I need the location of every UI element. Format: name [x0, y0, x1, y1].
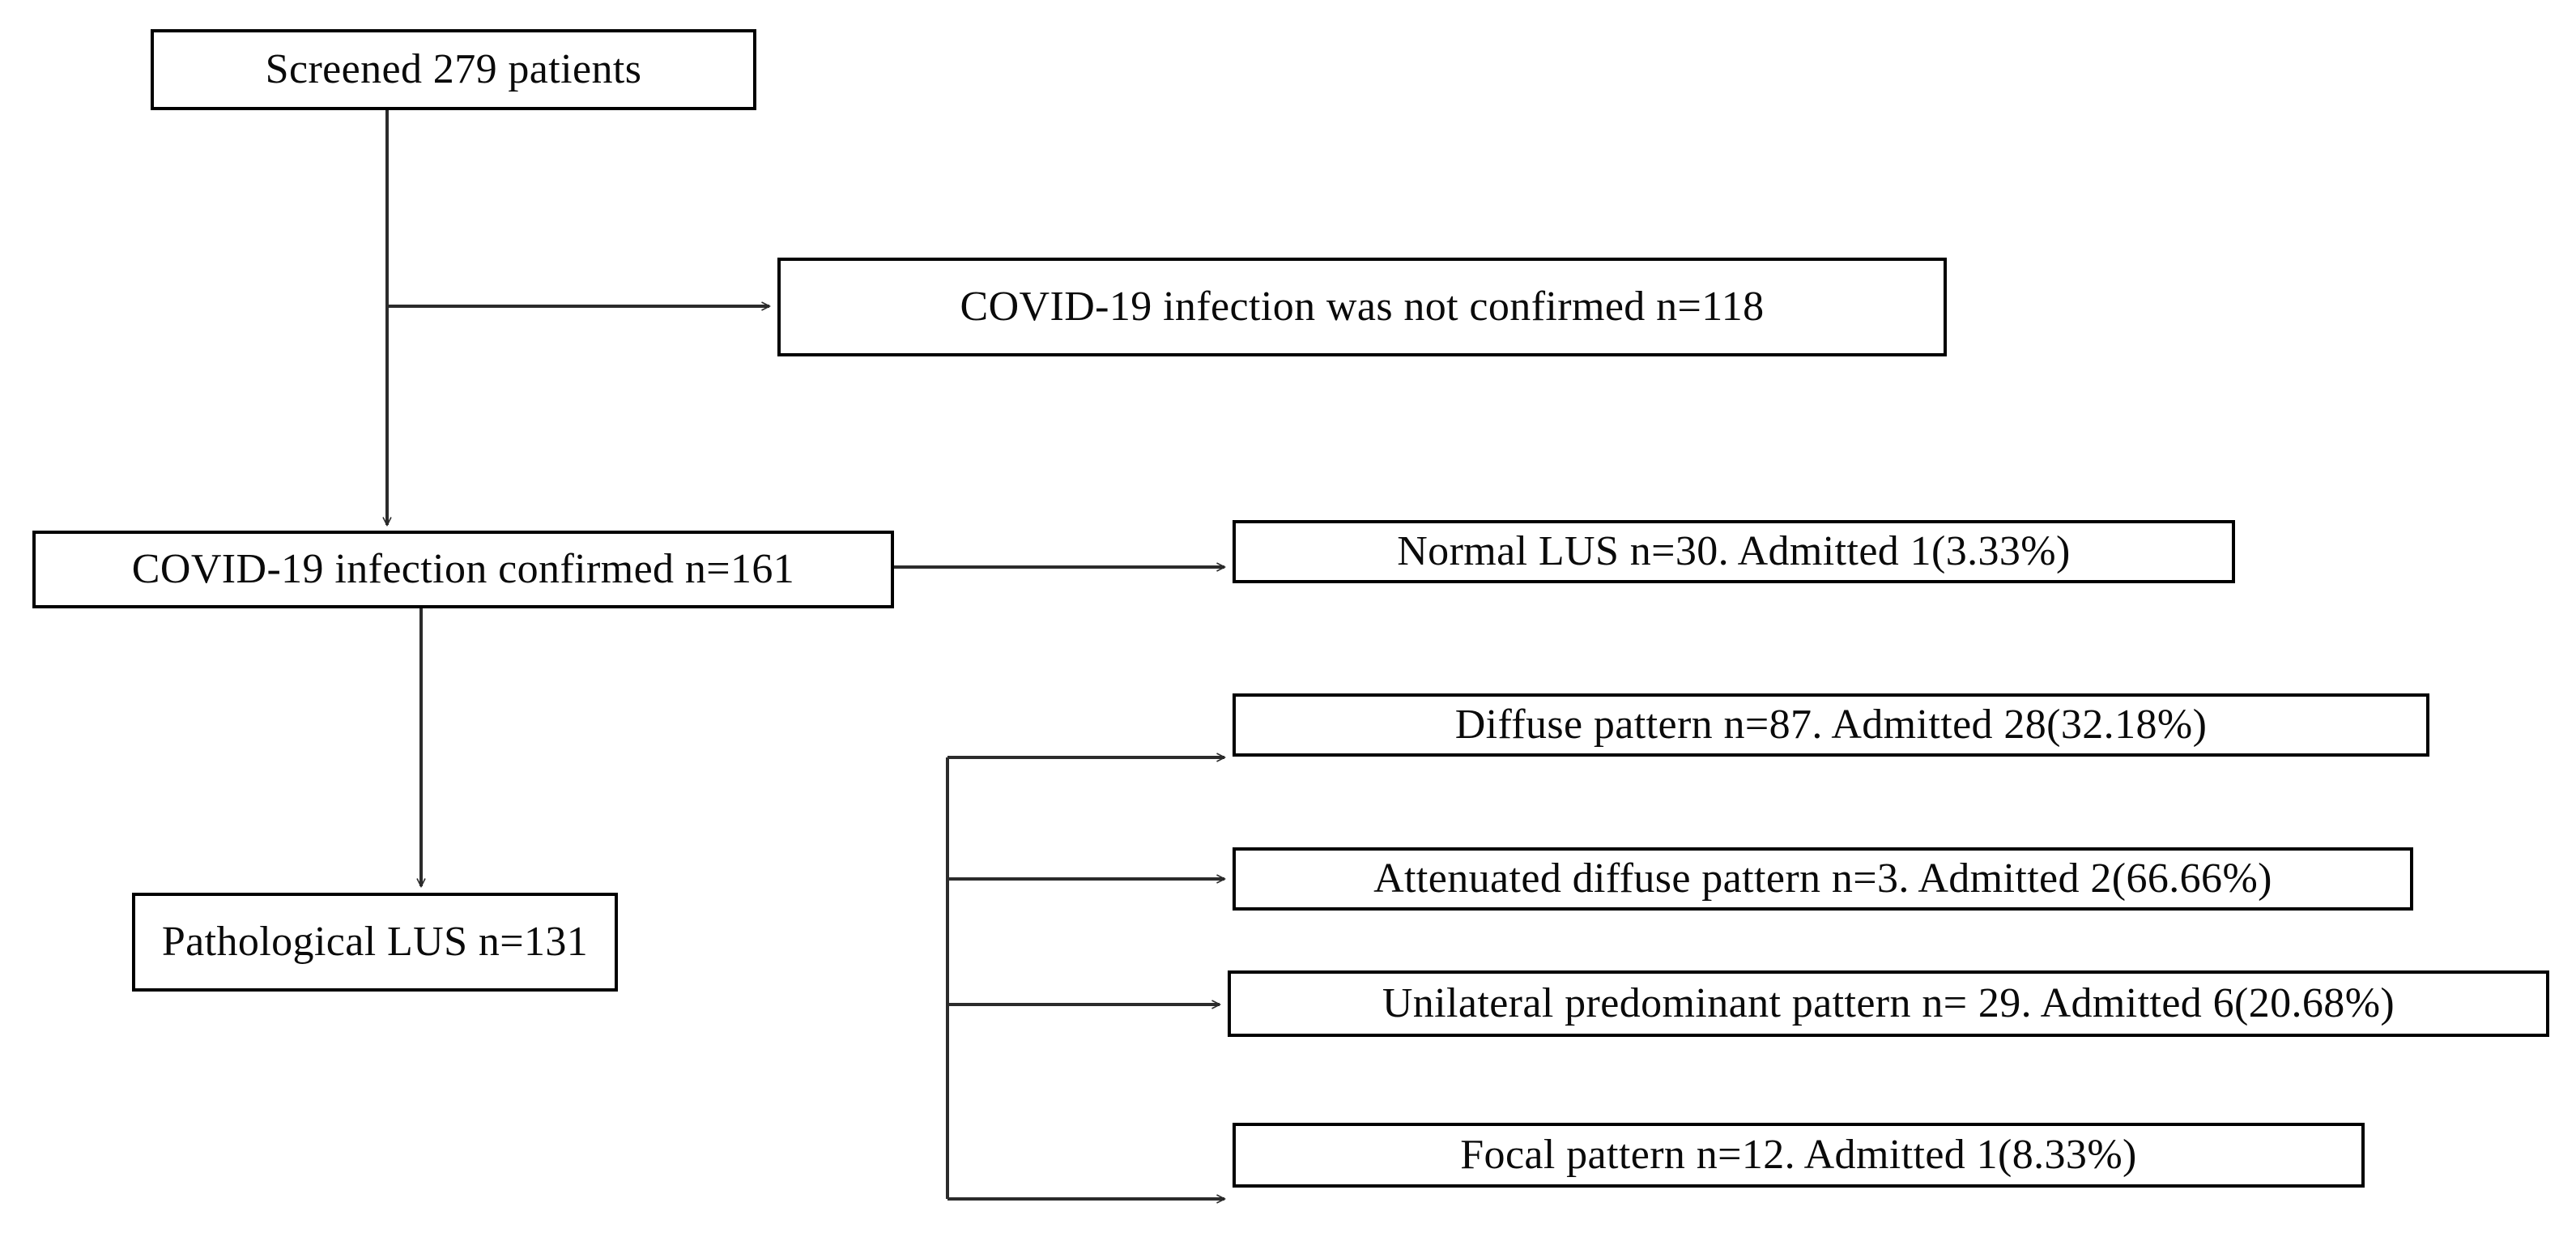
node-focal-pattern-label: Focal pattern n=12. Admitted 1(8.33%)	[1460, 1132, 2137, 1179]
node-screened-patients: Screened 279 patients	[151, 29, 756, 110]
node-diffuse-pattern: Diffuse pattern n=87. Admitted 28(32.18%…	[1233, 693, 2429, 757]
node-covid-not-confirmed-label: COVID-19 infection was not confirmed n=1…	[960, 284, 1765, 331]
node-unilateral-predominant-pattern-label: Unilateral predominant pattern n= 29. Ad…	[1382, 980, 2395, 1027]
node-attenuated-diffuse-pattern-label: Attenuated diffuse pattern n=3. Admitted…	[1373, 855, 2272, 902]
node-screened-patients-label: Screened 279 patients	[265, 46, 642, 93]
node-normal-lus-label: Normal LUS n=30. Admitted 1(3.33%)	[1397, 528, 2071, 575]
node-normal-lus: Normal LUS n=30. Admitted 1(3.33%)	[1233, 520, 2235, 583]
node-attenuated-diffuse-pattern: Attenuated diffuse pattern n=3. Admitted…	[1233, 847, 2413, 911]
node-covid-confirmed-label: COVID-19 infection confirmed n=161	[131, 546, 795, 593]
node-pathological-lus-label: Pathological LUS n=131	[161, 919, 589, 966]
node-diffuse-pattern-label: Diffuse pattern n=87. Admitted 28(32.18%…	[1454, 702, 2208, 749]
node-covid-confirmed: COVID-19 infection confirmed n=161	[32, 531, 894, 608]
node-pathological-lus: Pathological LUS n=131	[132, 893, 618, 992]
node-focal-pattern: Focal pattern n=12. Admitted 1(8.33%)	[1233, 1123, 2365, 1188]
node-unilateral-predominant-pattern: Unilateral predominant pattern n= 29. Ad…	[1228, 970, 2549, 1037]
node-covid-not-confirmed: COVID-19 infection was not confirmed n=1…	[777, 258, 1947, 356]
